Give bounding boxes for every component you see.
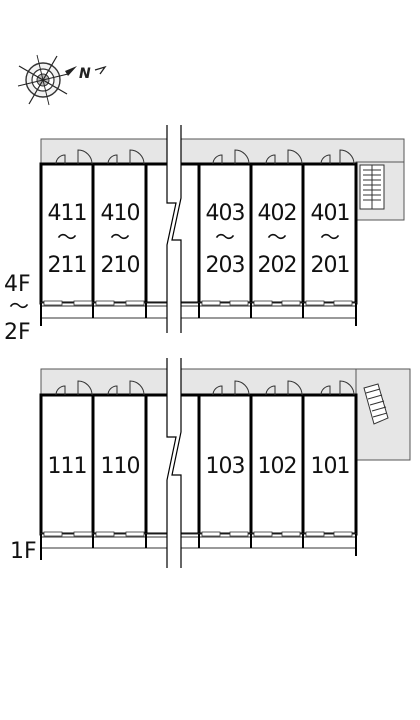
stairs-lower bbox=[363, 383, 389, 425]
unit-label-bottom: 211 bbox=[48, 253, 87, 278]
unit-label-bottom: 203 bbox=[206, 253, 245, 278]
floor-label-separator: 〜 bbox=[9, 294, 29, 318]
unit-label-top: 411 bbox=[48, 201, 87, 226]
upper-block: 411 〜 211 410 〜 210 403 〜 203 402 〜 202 … bbox=[4, 125, 405, 345]
unit-label-bottom: 201 bbox=[311, 253, 350, 278]
unit-411-211: 411 〜 211 bbox=[39, 162, 95, 305]
compass-north-letter: N bbox=[79, 66, 91, 82]
unit-label-top: 401 bbox=[311, 201, 350, 226]
unit-label: 103 bbox=[206, 454, 245, 479]
unit-label-separator: 〜 bbox=[110, 225, 130, 249]
unit-111: 111 bbox=[39, 393, 95, 536]
unit-110: 110 bbox=[91, 393, 148, 536]
balcony-lower bbox=[40, 531, 357, 560]
unit-402-202: 402 〜 202 bbox=[249, 162, 305, 305]
unit-label-separator: 〜 bbox=[215, 225, 235, 249]
compass-rose-icon bbox=[17, 54, 77, 106]
unit-403-203: 403 〜 203 bbox=[197, 162, 253, 305]
doors-lower bbox=[55, 380, 355, 396]
unit-label-bottom: 202 bbox=[258, 253, 297, 278]
doors-upper bbox=[55, 149, 355, 165]
unit-label: 110 bbox=[101, 454, 140, 479]
floor-label-top: 4F bbox=[4, 272, 31, 297]
balcony-upper bbox=[40, 300, 357, 326]
lower-block: 111 110 103 102 101 bbox=[10, 358, 411, 568]
compass: N bbox=[17, 54, 107, 106]
unit-label: 102 bbox=[258, 454, 297, 479]
unit-401-201: 401 〜 201 bbox=[301, 162, 358, 305]
break-gap-upper bbox=[166, 125, 182, 333]
floor-label: 1F bbox=[10, 539, 37, 564]
unit-label-separator: 〜 bbox=[57, 225, 77, 249]
unit-label-top: 403 bbox=[206, 201, 245, 226]
corridor-lower bbox=[40, 368, 411, 396]
unit-102: 102 bbox=[249, 393, 305, 536]
unit-label-top: 410 bbox=[101, 201, 140, 226]
stairs-upper bbox=[359, 164, 385, 210]
unit-label: 111 bbox=[48, 454, 87, 479]
unit-101: 101 bbox=[301, 393, 358, 536]
break-gap-lower bbox=[166, 358, 182, 568]
unit-410-210: 410 〜 210 bbox=[91, 162, 148, 305]
unit-103: 103 bbox=[197, 393, 253, 536]
unit-label-separator: 〜 bbox=[267, 225, 287, 249]
unit-label-separator: 〜 bbox=[320, 225, 340, 249]
unit-label-top: 402 bbox=[258, 201, 297, 226]
unit-label-bottom: 210 bbox=[101, 253, 140, 278]
floor-label-bottom: 2F bbox=[4, 320, 31, 345]
unit-label: 101 bbox=[311, 454, 350, 479]
north-arrow-icon bbox=[94, 65, 107, 75]
